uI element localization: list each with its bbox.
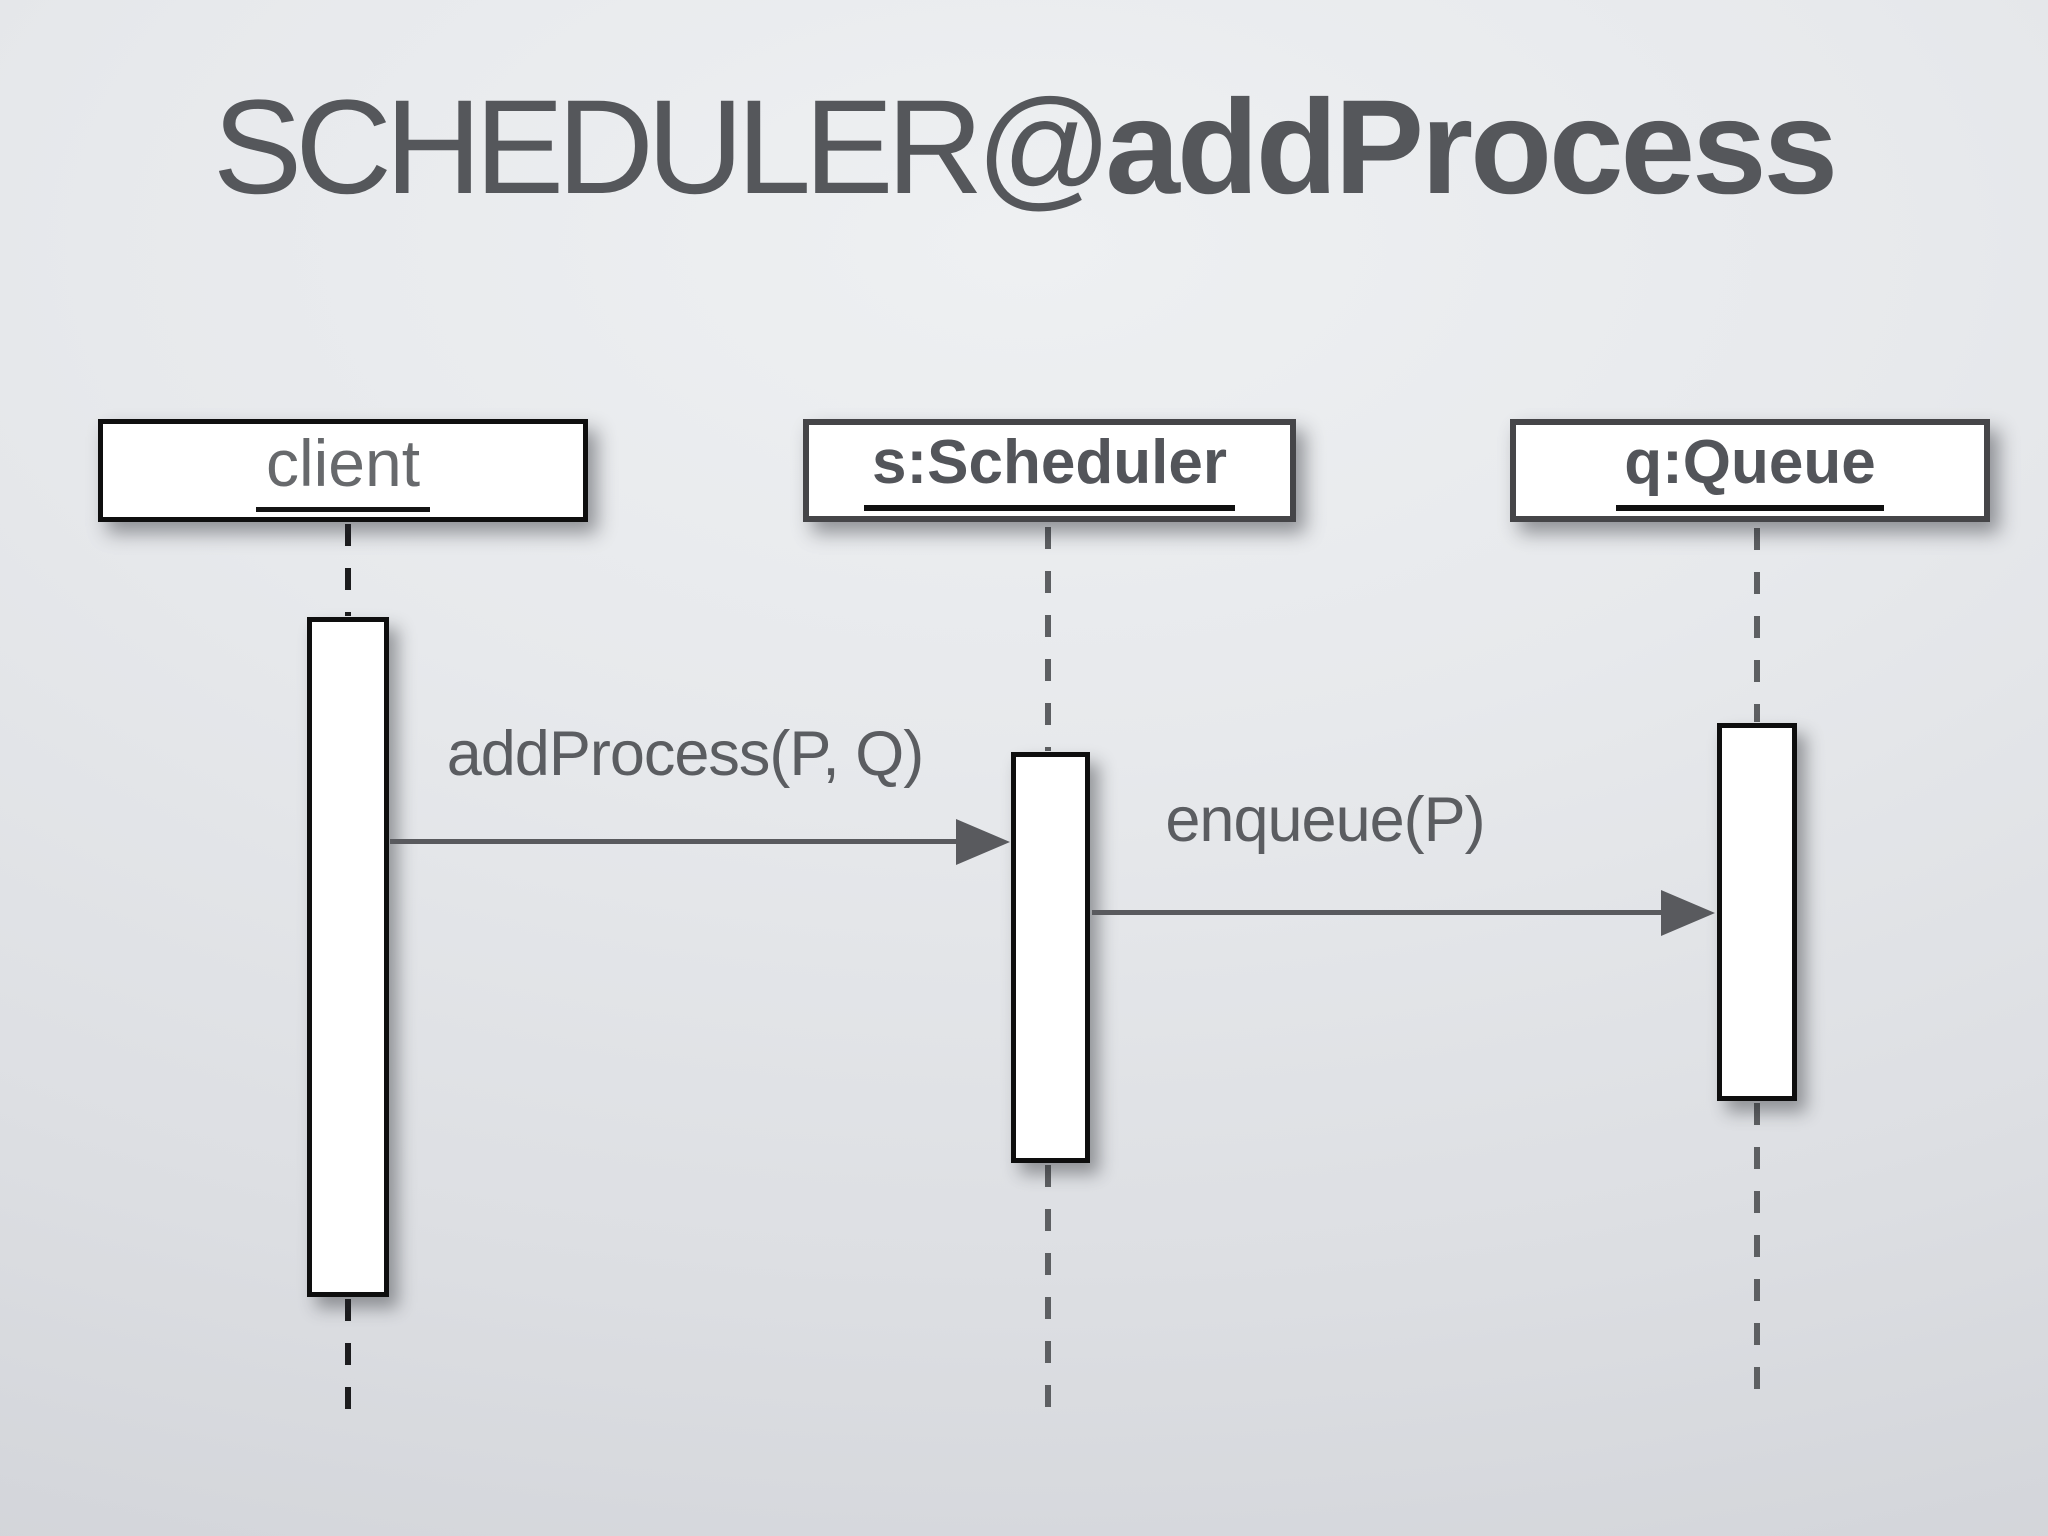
- message-label-addprocess: addProcess(P, Q): [446, 719, 925, 789]
- actor-box-client: client: [98, 419, 588, 522]
- lifeline-client-lower: [345, 1299, 351, 1411]
- lifeline-queue-lower: [1754, 1103, 1760, 1411]
- actor-label-client: client: [255, 429, 431, 512]
- lifeline-queue-upper: [1754, 528, 1760, 722]
- slide-title: SCHEDULER@addProcess: [0, 64, 2048, 232]
- lifeline-client-upper: [345, 524, 351, 616]
- message-label-enqueue: enqueue(P): [1165, 785, 1485, 855]
- title-prefix: SCHEDULER@: [212, 73, 1113, 222]
- arrow-shaft: [1092, 910, 1667, 915]
- lifeline-scheduler-lower: [1045, 1165, 1051, 1407]
- actor-box-queue: q:Queue: [1510, 419, 1990, 522]
- activation-bar-queue: [1717, 723, 1797, 1101]
- lifeline-scheduler-upper: [1045, 527, 1051, 751]
- actor-label-queue: q:Queue: [1616, 430, 1884, 512]
- actor-label-scheduler: s:Scheduler: [864, 430, 1235, 512]
- activation-bar-scheduler: [1011, 752, 1090, 1163]
- arrow-shaft: [390, 839, 962, 844]
- actor-box-scheduler: s:Scheduler: [803, 419, 1296, 522]
- message-arrow-enqueue: [1092, 890, 1715, 936]
- title-emphasis: addProcess: [1105, 73, 1838, 222]
- activation-bar-client: [307, 617, 389, 1297]
- arrowhead-right-icon: [1661, 890, 1715, 936]
- message-arrow-addprocess: [390, 819, 1010, 865]
- arrowhead-right-icon: [956, 819, 1010, 865]
